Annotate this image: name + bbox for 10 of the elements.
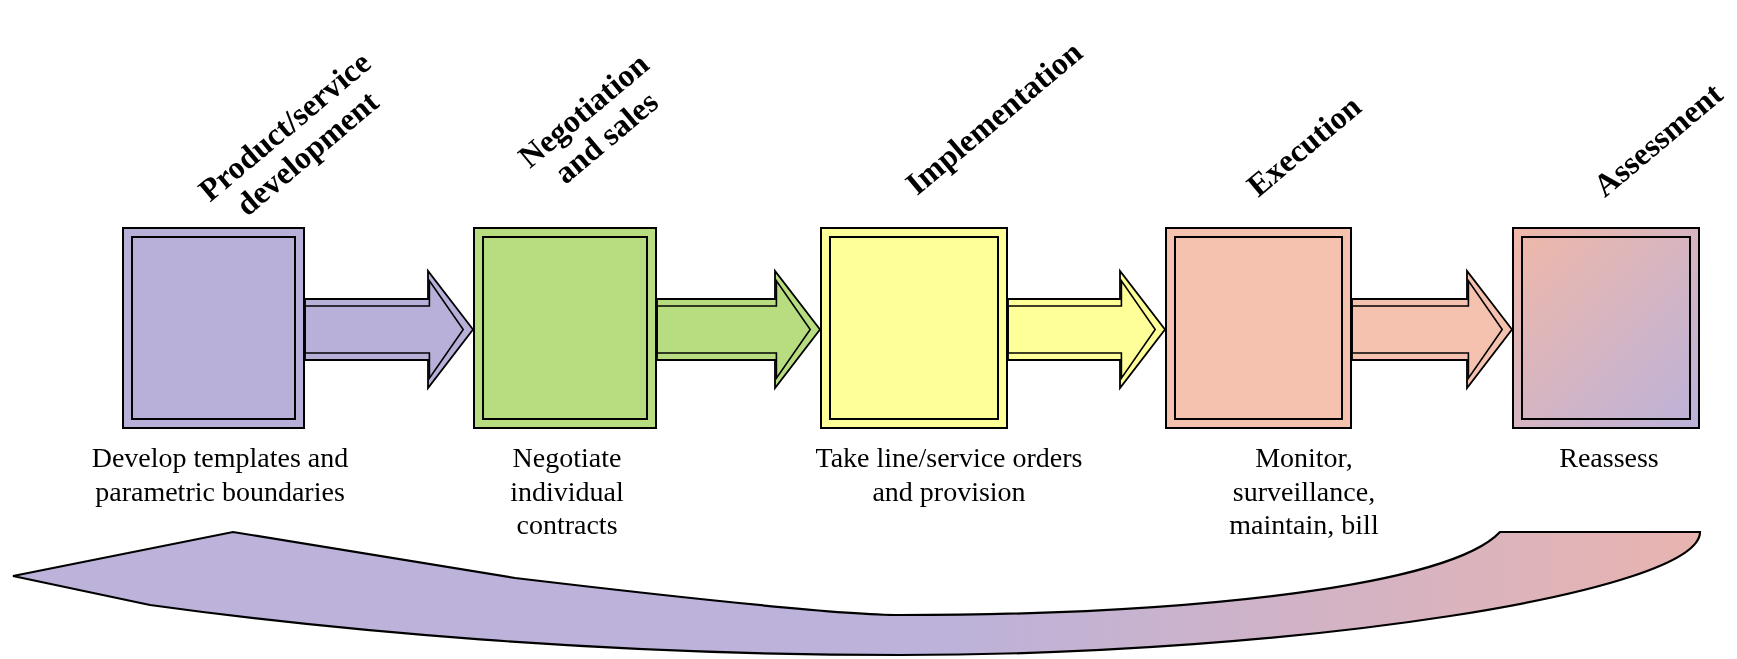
block-arrow xyxy=(656,268,822,391)
block-arrow xyxy=(1007,268,1167,391)
step-description: Reassess xyxy=(1558,441,1660,475)
step-description: Monitor, surveillance, maintain, bill xyxy=(1228,441,1380,542)
step-description: Develop templates and parametric boundaries xyxy=(90,441,350,509)
step-description: Take line/service orders and provision xyxy=(814,441,1084,509)
block-arrow xyxy=(11,530,1702,657)
block-arrow xyxy=(1351,268,1514,391)
block-arrow xyxy=(304,268,475,391)
step-description: Negotiate individual contracts xyxy=(509,441,625,542)
